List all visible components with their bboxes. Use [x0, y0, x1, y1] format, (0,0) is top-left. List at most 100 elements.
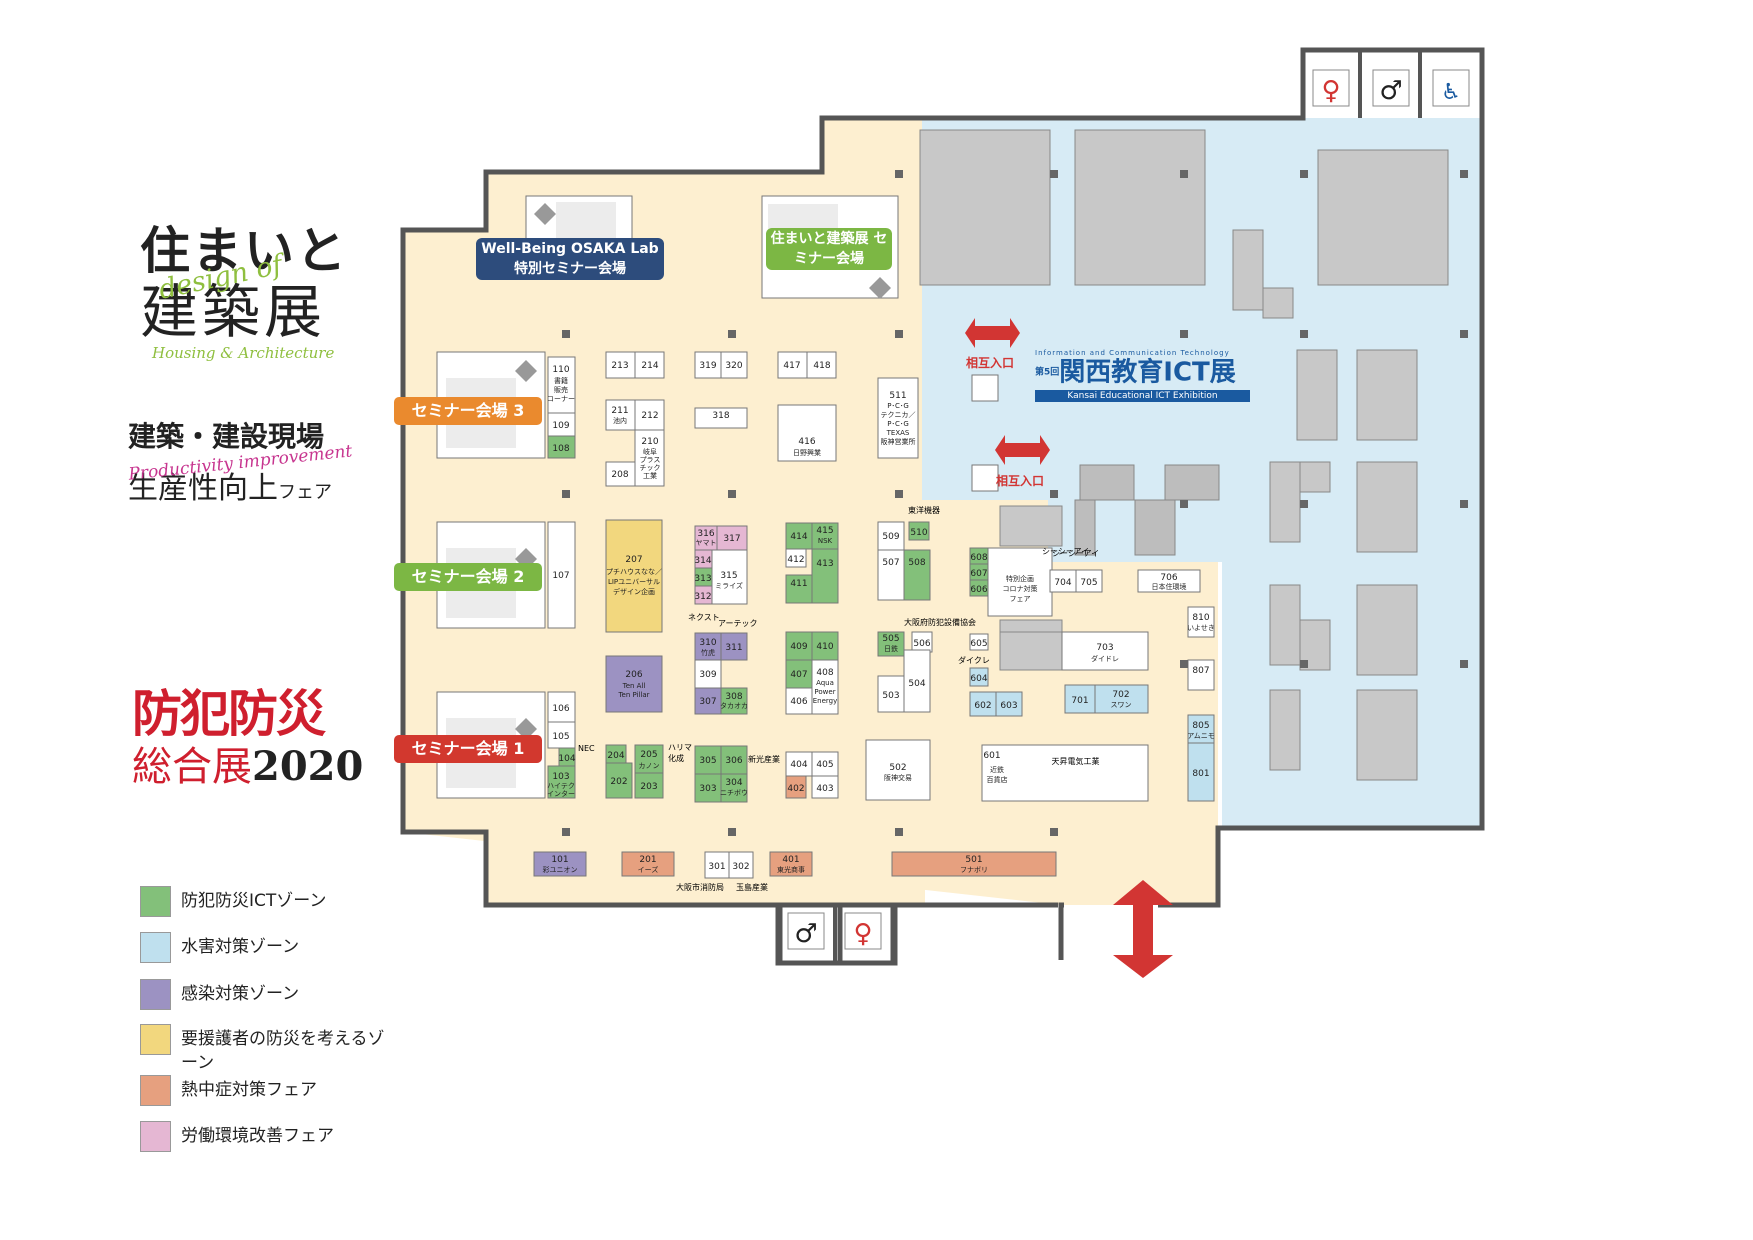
- outer-wall-perimeter: [400, 47, 1485, 908]
- legend-label: 熱中症対策フェア: [181, 1080, 317, 1100]
- svg-text:ダイドレ: ダイドレ: [1091, 654, 1119, 663]
- svg-text:ヤマト: ヤマト: [696, 539, 717, 547]
- svg-text:303: 303: [699, 784, 716, 794]
- svg-text:312: 312: [694, 592, 711, 602]
- svg-text:彩ユニオン: 彩ユニオン: [543, 865, 578, 874]
- svg-text:竹虎: 竹虎: [701, 648, 715, 657]
- svg-text:214: 214: [641, 361, 658, 371]
- svg-text:コーナー: コーナー: [547, 395, 575, 403]
- svg-text:506: 506: [913, 639, 930, 649]
- label-toyo: 東洋機器: [908, 506, 940, 515]
- svg-text:103: 103: [552, 772, 569, 782]
- legend-swatch: [140, 886, 171, 917]
- svg-text:302: 302: [732, 862, 749, 872]
- svg-text:コロナ対策: コロナ対策: [1003, 584, 1038, 593]
- construction-productivity-logo: 建築・建設現場 Productivity improvement 生産性向上フェ…: [128, 415, 368, 507]
- entrance-label-2: 相互入口: [996, 474, 1045, 488]
- svg-text:305: 305: [699, 756, 716, 766]
- svg-text:カノン: カノン: [639, 762, 660, 770]
- legend-item-ict: 防犯防災ICTゾーン: [140, 886, 391, 917]
- svg-text:105: 105: [552, 732, 569, 742]
- svg-text:213: 213: [611, 361, 628, 371]
- svg-text:606: 606: [970, 585, 987, 595]
- svg-text:スワン: スワン: [1111, 701, 1132, 709]
- svg-text:204: 204: [607, 751, 624, 761]
- svg-text:417: 417: [783, 361, 800, 371]
- svg-text:特別企画: 特別企画: [1006, 574, 1034, 583]
- svg-text:411: 411: [790, 579, 807, 589]
- svg-text:♂: ♂: [794, 919, 817, 949]
- housing-architecture-logo: 住まいと 建築展 design of Housing & Architectur…: [140, 222, 370, 363]
- svg-text:203: 203: [640, 782, 657, 792]
- svg-text:104: 104: [558, 754, 575, 764]
- svg-text:701: 701: [1071, 696, 1088, 706]
- svg-text:池内: 池内: [613, 416, 627, 425]
- legend-label: 防犯防災ICTゾーン: [181, 891, 327, 911]
- label-next: ネクスト: [688, 613, 720, 622]
- svg-text:604: 604: [970, 674, 987, 684]
- svg-text:501: 501: [965, 855, 982, 865]
- kansai-ict-logo: Information and Communication Technology…: [1035, 349, 1250, 402]
- svg-text:418: 418: [813, 361, 830, 371]
- svg-text:阪神営業所: 阪神営業所: [881, 437, 916, 446]
- svg-text:415: 415: [816, 526, 833, 536]
- svg-text:605: 605: [970, 639, 987, 649]
- svg-text:319: 319: [699, 361, 716, 371]
- legend-swatch: [140, 979, 171, 1010]
- svg-text:508: 508: [908, 558, 925, 568]
- svg-text:ミライズ: ミライズ: [715, 581, 743, 590]
- svg-text:Power: Power: [814, 688, 835, 696]
- seminar-badge-2: セミナー会場 2: [394, 563, 542, 591]
- entrance-label-1: 相互入口: [966, 356, 1015, 370]
- svg-text:デザイン企画: デザイン企画: [613, 587, 655, 596]
- svg-text:807: 807: [1192, 666, 1209, 676]
- seminar-badge-1: セミナー会場 1: [394, 735, 542, 763]
- legend-swatch: [140, 932, 171, 963]
- svg-text:フナボリ: フナボリ: [960, 866, 988, 874]
- label-hinode: シーシーアイ: [1052, 549, 1100, 558]
- svg-text:近鉄: 近鉄: [990, 765, 1004, 774]
- svg-text:P･C･G: P･C･G: [887, 420, 909, 428]
- svg-text:304: 304: [725, 778, 742, 788]
- svg-text:202: 202: [610, 777, 627, 787]
- svg-text:413: 413: [816, 559, 833, 569]
- svg-text:TEXAS: TEXAS: [886, 429, 910, 437]
- svg-text:107: 107: [552, 571, 569, 581]
- svg-text:404: 404: [790, 760, 807, 770]
- svg-text:フェア: フェア: [1010, 595, 1031, 603]
- svg-text:510: 510: [910, 528, 927, 538]
- svg-text:Energy: Energy: [813, 697, 838, 705]
- svg-text:706: 706: [1160, 573, 1177, 583]
- svg-text:LIPユニバーサル: LIPユニバーサル: [608, 578, 660, 586]
- water-zone-small-blocks: [1074, 464, 1220, 556]
- legend-label: 要援護者の防災を考えるゾーン: [181, 1029, 385, 1073]
- svg-text:205: 205: [640, 750, 657, 760]
- legend-item-heat: 熱中症対策フェア: [140, 1075, 391, 1106]
- svg-text:212: 212: [641, 411, 658, 421]
- label-harima: ハリマ化成: [668, 743, 692, 763]
- svg-text:阪神交易: 阪神交易: [884, 773, 912, 782]
- svg-text:410: 410: [816, 642, 833, 652]
- label-ming: シーシーアイ: [1042, 547, 1090, 556]
- ict-english-title: Kansai Educational ICT Exhibition: [1035, 389, 1250, 402]
- label-kochi: 天昇電気工業: [1051, 757, 1100, 766]
- svg-text:310: 310: [699, 638, 716, 648]
- svg-text:403: 403: [816, 784, 833, 794]
- svg-text:308: 308: [725, 692, 742, 702]
- water-zone-structures: [919, 129, 1449, 781]
- svg-text:工業: 工業: [643, 471, 657, 480]
- label-osaka-fire: 大阪市消防局: [676, 883, 724, 892]
- svg-text:702: 702: [1112, 690, 1129, 700]
- svg-text:206: 206: [625, 670, 642, 680]
- svg-text:509: 509: [882, 532, 899, 542]
- legend-item-labor: 労働環境改善フェア: [140, 1121, 391, 1152]
- svg-text:608: 608: [970, 553, 987, 563]
- svg-text:503: 503: [882, 691, 899, 701]
- crime-logo-line2: 総合展2020: [132, 743, 364, 790]
- svg-text:505: 505: [882, 634, 899, 644]
- svg-text:Ten All: Ten All: [622, 682, 646, 690]
- svg-text:イーズ: イーズ: [638, 865, 659, 874]
- svg-text:東光商事: 東光商事: [777, 865, 805, 874]
- svg-text:♂: ♂: [1379, 76, 1402, 106]
- svg-text:♿: ♿: [1441, 80, 1461, 105]
